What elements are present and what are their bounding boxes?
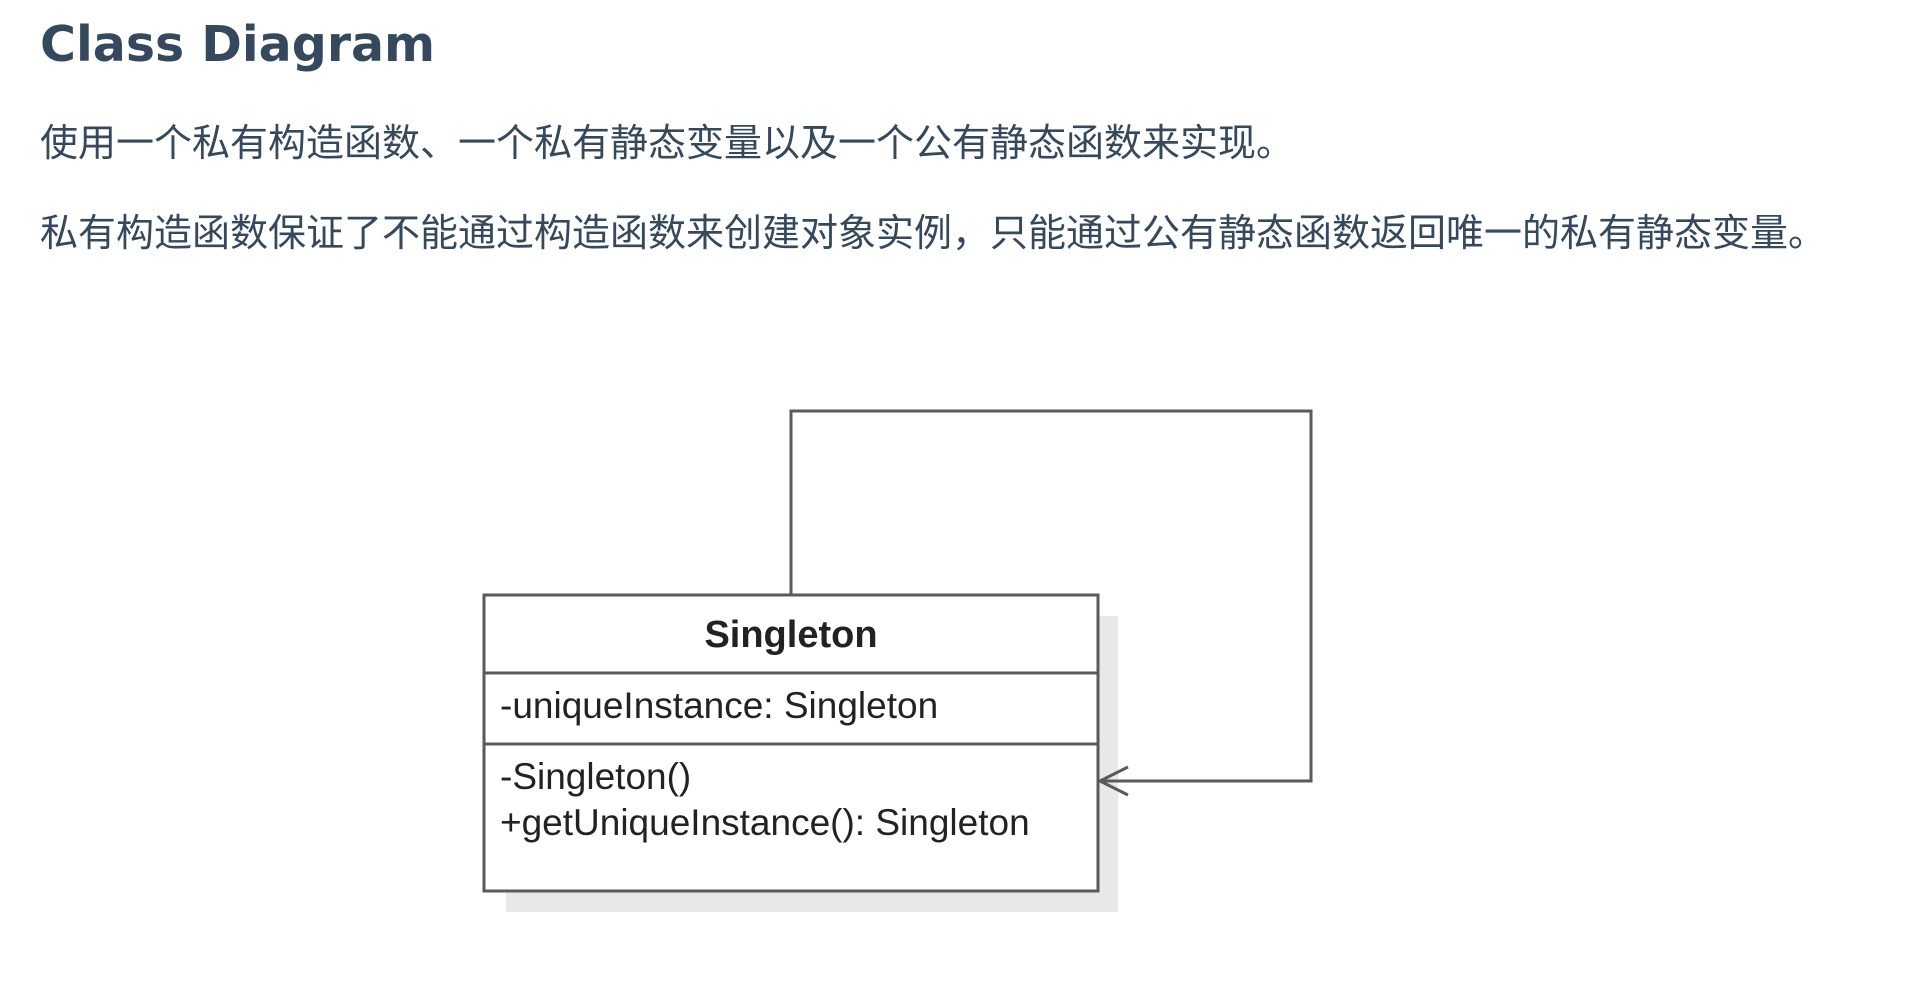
section-title: Class Diagram [40,16,436,73]
class-name: Singleton [704,614,877,656]
self-association-line [789,409,1313,783]
description-paragraph-2: 私有构造函数保证了不能通过构造函数来创建对象实例，只能通过公有静态函数返回唯一的… [40,211,1827,255]
attribute-unique-instance: -uniqueInstance: Singleton [500,685,938,726]
method-get-unique-instance: +getUniqueInstance(): Singleton [500,802,1030,843]
document-body: Class Diagram 使用一个私有构造函数、一个私有静态变量以及一个公有静… [40,0,1900,255]
description-paragraph-1: 使用一个私有构造函数、一个私有静态变量以及一个公有静态函数来实现。 [40,121,1295,165]
association-arrowhead [1096,765,1129,797]
method-constructor: -Singleton() [500,756,691,797]
